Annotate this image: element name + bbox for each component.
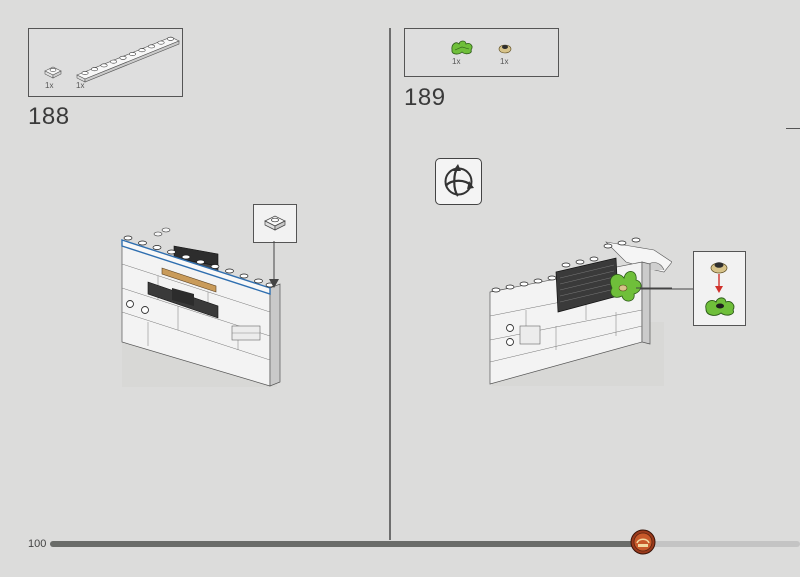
- plate-1x1-white-icon: [264, 215, 286, 231]
- down-arrow-icon: [269, 241, 279, 288]
- callout-pointer: [640, 288, 695, 290]
- step-number: 188: [28, 103, 70, 130]
- part-qty: 1x: [452, 57, 461, 66]
- page-edge-tick: [786, 128, 800, 129]
- part-callout-189: [693, 251, 746, 326]
- round-plate-tan-icon: [498, 44, 512, 54]
- part-qty: 1x: [76, 81, 85, 90]
- page-number: 100: [28, 538, 47, 550]
- green-leaf-plant-icon: [705, 297, 735, 316]
- anniversary-emblem-icon: [630, 529, 656, 555]
- part-qty: 1x: [45, 81, 54, 90]
- green-leaf-plant-icon: [451, 40, 473, 55]
- round-plate-tan-icon: [710, 262, 728, 274]
- parts-list-189: 1x 1x: [404, 28, 559, 77]
- parts-list-188: 1x 1x: [28, 28, 183, 97]
- model-illustration-189: [489, 237, 672, 386]
- step-number: 189: [404, 84, 446, 111]
- step-divider: [389, 28, 391, 540]
- down-arrow-icon: [715, 274, 723, 293]
- model-illustration-188: [121, 227, 281, 387]
- rotate-model-icon: [435, 158, 482, 205]
- progress-bar-fill: [50, 541, 643, 547]
- part-callout-188: [253, 204, 297, 243]
- plate-1x10-white-icon: [76, 36, 180, 83]
- part-qty: 1x: [500, 57, 509, 66]
- plate-1x1-white-icon: [44, 66, 62, 79]
